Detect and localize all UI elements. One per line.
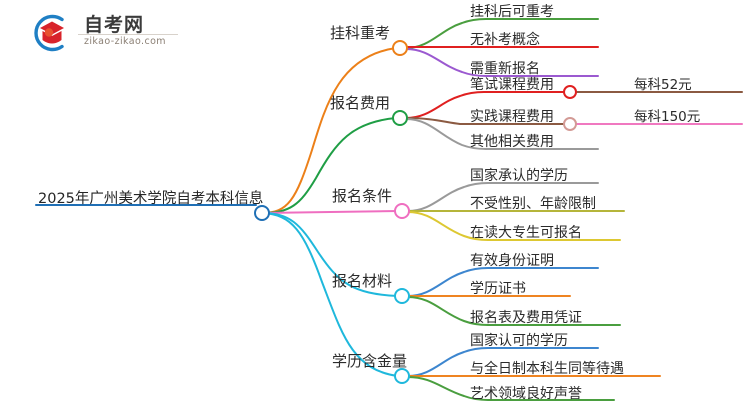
leaf-label-youxiao-shenfen-zhengming[interactable]: 有效身份证明 xyxy=(470,253,554,269)
node-marker-branch-4 xyxy=(394,288,410,304)
leaf-label-guojia-chengren-xueli[interactable]: 国家承认的学历 xyxy=(470,168,568,184)
leaf-label-yu-quanrizhi-benkesheng-tongdeng-daiyu[interactable]: 与全日制本科生同等待遇 xyxy=(470,361,624,377)
logo-mark-icon xyxy=(28,12,72,54)
leaf-label-zaidu-dazhuansheng-ke-baoming[interactable]: 在读大专生可报名 xyxy=(470,225,582,241)
node-marker-root xyxy=(254,205,270,221)
branch-label-baoming-cailiao[interactable]: 报名材料 xyxy=(332,272,393,290)
logo-divider xyxy=(78,34,178,35)
leaf-label-baomingbiao-ji-feiyong-pingzheng[interactable]: 报名表及费用凭证 xyxy=(470,310,582,326)
leaf-label-xu-chongxin-baoming[interactable]: 需重新报名 xyxy=(470,61,540,77)
leaf-label-meike-52yuan[interactable]: 每科52元 xyxy=(634,77,692,93)
node-marker-bishi xyxy=(563,85,577,99)
node-marker-branch-5 xyxy=(394,368,410,384)
leaf-label-bushou-xingbie-nianling-xianzhi[interactable]: 不受性别、年龄限制 xyxy=(470,196,596,212)
branch-label-baoming-feiyong[interactable]: 报名费用 xyxy=(330,94,391,112)
branch-label-guake-chongkao[interactable]: 挂科重考 xyxy=(330,24,391,42)
node-marker-branch-3 xyxy=(394,203,410,219)
leaf-label-qita-xiangguan-feiyong[interactable]: 其他相关费用 xyxy=(470,134,554,150)
node-marker-branch-1 xyxy=(392,40,408,56)
leaf-label-meike-150yuan[interactable]: 每科150元 xyxy=(634,109,701,125)
leaf-label-wu-bukao-gainian[interactable]: 无补考概念 xyxy=(470,32,540,48)
root-node-label[interactable]: 2025年广州美术学院自考本科信息 xyxy=(38,191,264,207)
branch-label-baoming-tiaojian[interactable]: 报名条件 xyxy=(332,187,393,205)
leaf-label-shijian-kecheng-feiyong[interactable]: 实践课程费用 xyxy=(470,109,554,125)
node-marker-shijian xyxy=(563,117,577,131)
leaf-label-yishu-lingyu-lianghao-shengyu[interactable]: 艺术领域良好声誉 xyxy=(470,386,582,402)
logo-url: zikao-zikao.com xyxy=(84,36,166,47)
leaf-label-guojia-renke-xueli[interactable]: 国家认可的学历 xyxy=(470,333,568,349)
logo-name: 自考网 xyxy=(84,14,145,36)
leaf-label-xueli-zhengshu[interactable]: 学历证书 xyxy=(470,281,526,297)
leaf-label-bishi-kecheng-feiyong[interactable]: 笔试课程费用 xyxy=(470,77,554,93)
branch-label-xueli-hanjinliang[interactable]: 学历含金量 xyxy=(332,352,408,370)
node-marker-branch-2 xyxy=(392,110,408,126)
site-logo: 自考网 zikao-zikao.com xyxy=(28,10,178,56)
leaf-label-guake-hou-ke-chongkao[interactable]: 挂科后可重考 xyxy=(470,4,554,20)
